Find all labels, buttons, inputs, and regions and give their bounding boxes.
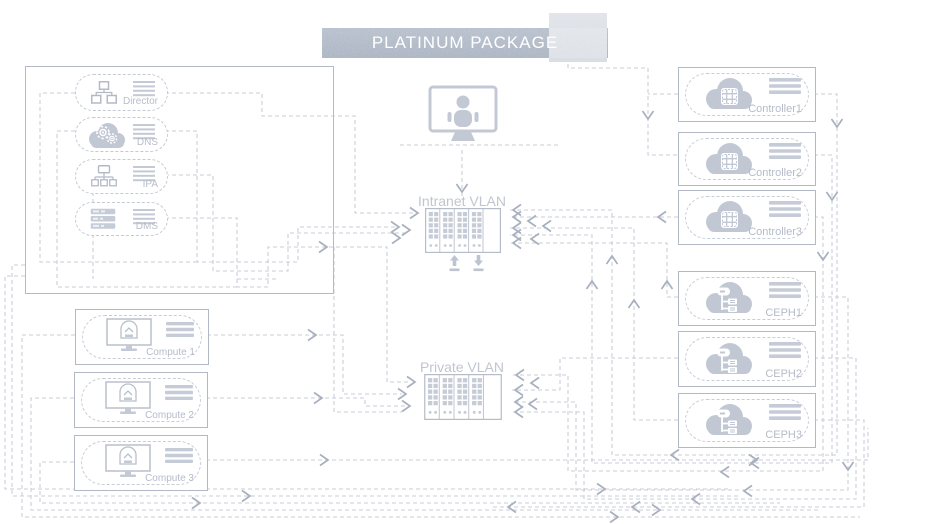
list-lines-icon: [133, 209, 155, 225]
texture-patch: [549, 13, 607, 62]
node-compute-1: Compute 1: [75, 309, 209, 365]
node-pill-outline: [81, 378, 201, 422]
node-label: DMS: [135, 221, 158, 232]
node-label: CEPH1: [765, 307, 802, 319]
infra-group-box: [25, 66, 334, 294]
node-label: IPA: [142, 179, 158, 190]
list-lines-icon: [133, 166, 155, 182]
list-lines-icon: [133, 81, 155, 97]
node-ceph-2: CEPH2: [678, 331, 816, 387]
cloud-chip-icon: [706, 201, 752, 232]
server-stack-icon: [90, 208, 116, 229]
node-director: Director: [75, 74, 168, 111]
node-pill-outline: [82, 315, 202, 359]
download-arrow-icon: [473, 255, 484, 272]
node-controller-3: Controller3: [678, 190, 816, 245]
org-chart-icon: [91, 81, 117, 104]
node-pill-outline: [81, 441, 201, 485]
node-label: Controller2: [748, 167, 802, 179]
node-label: CEPH2: [765, 368, 802, 380]
list-lines-icon: [165, 448, 193, 463]
list-lines-icon: [133, 124, 155, 140]
node-label: Compute 2: [145, 410, 194, 421]
node-dns: DNS: [75, 117, 168, 152]
node-controller-1: Controller1: [678, 67, 816, 122]
private-switch-icon: [424, 374, 502, 420]
node-ceph-1: CEPH1: [678, 271, 816, 326]
node-label: Controller1: [748, 103, 802, 115]
device-tree-icon: [91, 165, 117, 187]
node-label: Compute 3: [145, 473, 194, 484]
node-compute-3: Compute 3: [74, 435, 208, 491]
node-controller-2: Controller2: [678, 132, 816, 186]
node-pill-outline: [685, 73, 809, 116]
list-lines-icon: [769, 201, 801, 217]
monitor-drive-icon: [105, 444, 151, 477]
node-label: Director: [122, 96, 158, 107]
list-lines-icon: [165, 385, 193, 400]
monitor-drive-icon: [106, 318, 152, 351]
node-ipa: IPA: [75, 159, 168, 194]
cloud-gears-icon: [89, 123, 125, 148]
user-monitor-icon: [428, 85, 498, 141]
cloud-tree-icon: [706, 282, 752, 313]
cloud-tree-icon: [706, 404, 752, 435]
private-vlan-label: Private VLAN: [419, 359, 505, 375]
upload-arrow-icon: [449, 255, 460, 272]
node-compute-2: Compute 2: [74, 372, 208, 428]
node-label: Controller3: [748, 226, 802, 238]
node-pill-outline: [685, 138, 809, 180]
list-lines-icon: [769, 282, 801, 298]
cloud-tree-icon: [706, 343, 752, 374]
node-label: CEPH3: [765, 429, 802, 441]
cloud-chip-icon: [706, 143, 752, 174]
list-lines-icon: [166, 322, 194, 337]
node-pill-outline: [685, 277, 809, 320]
node-pill-outline: [685, 337, 809, 381]
list-lines-icon: [769, 342, 801, 358]
list-lines-icon: [769, 404, 801, 420]
list-lines-icon: [769, 143, 801, 159]
node-label: Compute 1: [146, 347, 195, 358]
banner-title: PLATINUM PACKAGE: [371, 33, 559, 52]
node-dms: DMS: [75, 202, 168, 236]
node-pill-outline: [685, 399, 809, 442]
intranet-switch-icon: [425, 208, 501, 253]
node-pill-outline: [685, 196, 809, 239]
node-label: DNS: [136, 137, 158, 148]
intranet-vlan-label: Intranet VLAN: [418, 193, 506, 209]
node-ceph-3: CEPH3: [678, 393, 816, 448]
cloud-chip-icon: [706, 78, 752, 109]
monitor-drive-icon: [105, 381, 151, 414]
list-lines-icon: [769, 78, 801, 94]
